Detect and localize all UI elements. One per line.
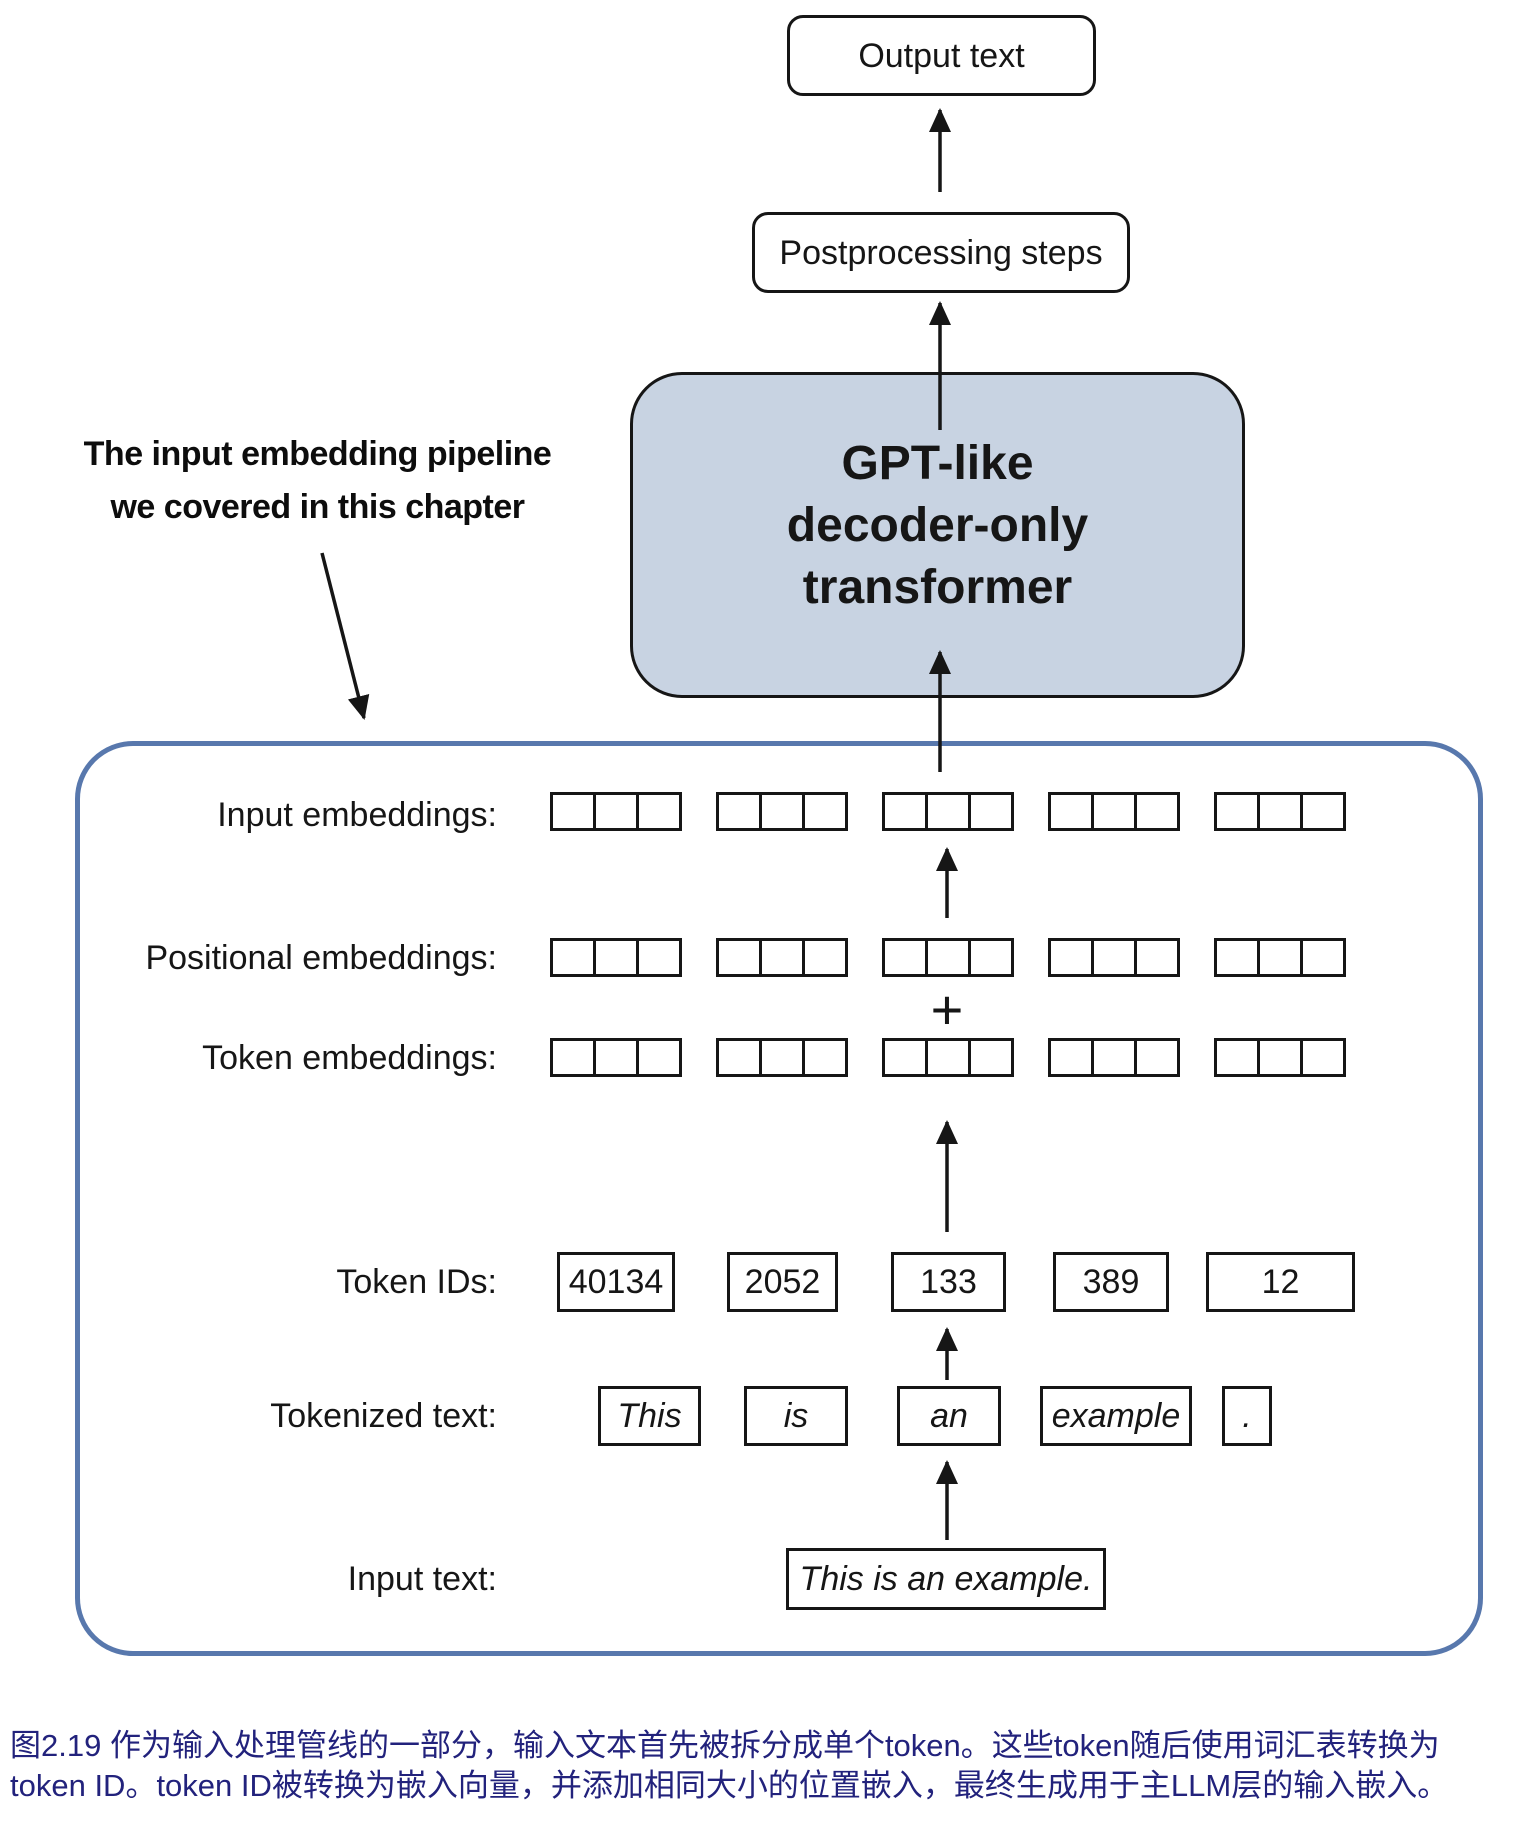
embedding-square xyxy=(1091,1038,1137,1077)
token-id-box: 12 xyxy=(1206,1252,1355,1312)
input-text-box: This is an example. xyxy=(786,1548,1106,1610)
embedding-square xyxy=(550,792,596,831)
input-embeddings-row xyxy=(550,792,1346,831)
embedding-vector-group xyxy=(716,1038,848,1077)
embedding-square xyxy=(1257,1038,1303,1077)
plus-sign: + xyxy=(930,977,964,1041)
embedding-square xyxy=(1134,938,1180,977)
embedding-square xyxy=(1048,792,1094,831)
embedding-square xyxy=(968,792,1014,831)
annotation-arrow xyxy=(320,552,370,720)
embedding-square xyxy=(1257,938,1303,977)
embedding-square xyxy=(1048,938,1094,977)
annotation-line2: we covered in this chapter xyxy=(110,488,525,526)
embedding-square xyxy=(636,938,682,977)
embedding-square xyxy=(593,938,639,977)
embedding-vector-group xyxy=(550,938,682,977)
token-box: is xyxy=(744,1386,848,1446)
postprocessing-steps-box: Postprocessing steps xyxy=(752,212,1130,293)
embedding-square xyxy=(550,938,596,977)
embedding-square xyxy=(1300,792,1346,831)
embedding-square xyxy=(593,792,639,831)
embedding-vector-group xyxy=(1048,792,1180,831)
embedding-square xyxy=(716,1038,762,1077)
caption-line1: 图2.19 作为输入处理管线的一部分，输入文本首先被拆分成单个token。这些t… xyxy=(10,1728,1440,1763)
token-box: an xyxy=(897,1386,1001,1446)
embedding-square xyxy=(759,792,805,831)
embedding-vector-group xyxy=(1048,1038,1180,1077)
embedding-square xyxy=(759,938,805,977)
embedding-square xyxy=(882,792,928,831)
embedding-square xyxy=(1134,1038,1180,1077)
embedding-square xyxy=(802,1038,848,1077)
embedding-square xyxy=(1300,938,1346,977)
embedding-square xyxy=(1214,1038,1260,1077)
token-embeddings-label: Token embeddings: xyxy=(202,1039,497,1077)
token-box: This xyxy=(598,1386,701,1446)
embedding-vector-group xyxy=(550,792,682,831)
embedding-square xyxy=(636,1038,682,1077)
embedding-vector-group xyxy=(716,792,848,831)
embedding-square xyxy=(716,938,762,977)
token-id-box: 133 xyxy=(891,1252,1006,1312)
embedding-square xyxy=(716,792,762,831)
embedding-vector-group xyxy=(1214,938,1346,977)
embedding-square xyxy=(925,938,971,977)
positional-embeddings-row xyxy=(550,938,1346,977)
embedding-vector-group xyxy=(882,1038,1014,1077)
embedding-vector-group xyxy=(1214,1038,1346,1077)
embedding-square xyxy=(593,1038,639,1077)
embedding-square xyxy=(802,792,848,831)
embedding-square xyxy=(1134,792,1180,831)
positional-embeddings-label: Positional embeddings: xyxy=(145,939,497,977)
token-box: example xyxy=(1040,1386,1192,1446)
embedding-square xyxy=(968,1038,1014,1077)
figure-caption: 图2.19 作为输入处理管线的一部分，输入文本首先被拆分成单个token。这些t… xyxy=(10,1726,1510,1806)
gpt-box-line1: GPT-like xyxy=(841,437,1034,490)
embedding-square xyxy=(1214,792,1260,831)
input-text-label: Input text: xyxy=(347,1560,497,1598)
gpt-transformer-box: GPT-like decoder-only transformer xyxy=(630,372,1245,698)
embedding-square xyxy=(1300,1038,1346,1077)
token-id-box: 40134 xyxy=(557,1252,675,1312)
token-box: . xyxy=(1222,1386,1272,1446)
embedding-square xyxy=(925,1038,971,1077)
gpt-box-line2: decoder-only xyxy=(786,499,1089,552)
embedding-vector-group xyxy=(1214,792,1346,831)
token-id-box: 2052 xyxy=(727,1252,838,1312)
embedding-square xyxy=(1091,792,1137,831)
embedding-square xyxy=(1214,938,1260,977)
annotation-note: The input embedding pipeline we covered … xyxy=(55,428,580,534)
embedding-vector-group xyxy=(882,792,1014,831)
embedding-square xyxy=(1048,1038,1094,1077)
token-id-box: 389 xyxy=(1053,1252,1169,1312)
embedding-square xyxy=(550,1038,596,1077)
embedding-square xyxy=(802,938,848,977)
embedding-square xyxy=(882,938,928,977)
embedding-vector-group xyxy=(550,1038,682,1077)
token-embeddings-row xyxy=(550,1038,1346,1077)
caption-line2: token ID。token ID被转换为嵌入向量，并添加相同大小的位置嵌入，最… xyxy=(10,1768,1449,1803)
annotation-line1: The input embedding pipeline xyxy=(83,435,552,473)
tokenized-text-label: Tokenized text: xyxy=(270,1397,497,1435)
embedding-square xyxy=(882,1038,928,1077)
embedding-square xyxy=(1257,792,1303,831)
embedding-square xyxy=(925,792,971,831)
token-ids-label: Token IDs: xyxy=(336,1263,497,1301)
embedding-vector-group xyxy=(882,938,1014,977)
embedding-square xyxy=(636,792,682,831)
input-embeddings-label: Input embeddings: xyxy=(217,796,497,834)
embedding-square xyxy=(968,938,1014,977)
embedding-pipeline-container xyxy=(75,741,1483,1656)
output-text-box: Output text xyxy=(787,15,1096,96)
embedding-square xyxy=(1091,938,1137,977)
embedding-square xyxy=(759,1038,805,1077)
embedding-vector-group xyxy=(1048,938,1180,977)
gpt-box-line3: transformer xyxy=(802,561,1073,614)
embedding-vector-group xyxy=(716,938,848,977)
